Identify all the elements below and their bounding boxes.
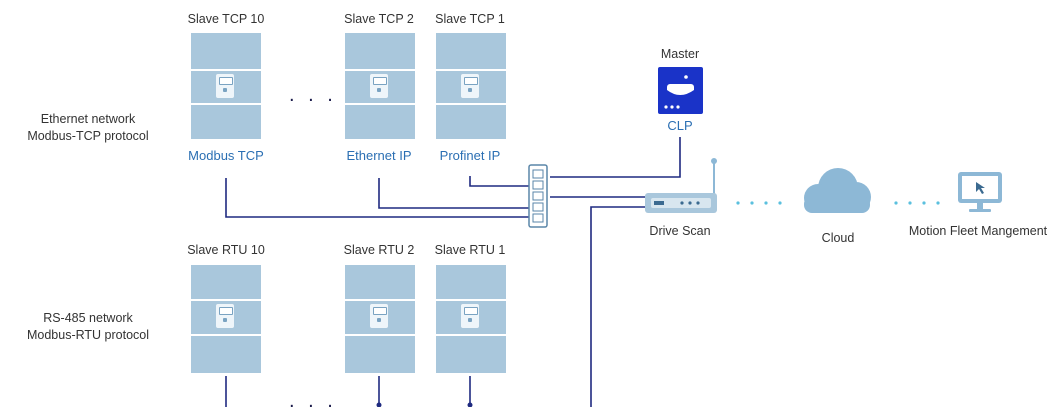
slave-tcp-1-drive xyxy=(436,33,506,139)
slave-rtu-10-name: Slave RTU 10 xyxy=(187,243,265,257)
master-clp-icon xyxy=(658,67,703,114)
slave-rtu-2-drive xyxy=(345,265,415,373)
slave-tcp-1-name: Slave TCP 1 xyxy=(435,12,505,26)
wire-ethernet-ip xyxy=(378,178,530,209)
rs485-network-title: RS-485 network xyxy=(43,311,133,325)
ethernet-network-label: Ethernet network Modbus-TCP protocol xyxy=(8,111,168,145)
slave-rtu-1-name: Slave RTU 1 xyxy=(434,243,506,257)
drive-display-icon xyxy=(461,74,479,98)
cloud-icon xyxy=(804,168,871,213)
slave-rtu-2-name: Slave RTU 2 xyxy=(343,243,415,257)
drive-display-icon xyxy=(461,304,479,328)
dotted-link-cloud-fleet xyxy=(894,201,940,205)
monitor-icon xyxy=(958,172,1002,212)
slave-tcp-2-drive xyxy=(345,33,415,139)
drive-display-icon xyxy=(216,304,234,328)
drive-scan-icon xyxy=(645,158,717,213)
tcp-ellipsis: . . . xyxy=(289,84,337,106)
wire-rtu-bus xyxy=(590,206,645,407)
cloud-label: Cloud xyxy=(821,231,855,245)
wire-modbus-tcp xyxy=(225,178,530,218)
rtu-1-junction xyxy=(467,402,473,407)
modbus-tcp-label: Modbus TCP xyxy=(188,148,264,163)
wire-profinet-ip xyxy=(469,176,530,187)
slave-rtu-10-drive xyxy=(191,265,261,373)
rs485-protocol-title: Modbus-RTU protocol xyxy=(26,328,150,342)
ethernet-protocol-title: Modbus-TCP protocol xyxy=(27,129,149,143)
rtu-ellipsis: . . . xyxy=(289,390,337,412)
ethernet-network-title: Ethernet network xyxy=(40,112,136,126)
ethernet-switch-icon xyxy=(528,164,548,228)
slave-tcp-10-name: Slave TCP 10 xyxy=(187,12,265,26)
wire-master xyxy=(550,137,681,178)
master-label: Master xyxy=(660,47,700,61)
rs485-network-label: RS-485 network Modbus-RTU protocol xyxy=(8,310,168,344)
fleet-label: Motion Fleet Mangement xyxy=(908,224,1048,238)
drive-display-icon xyxy=(216,74,234,98)
rtu-2-junction xyxy=(376,402,382,407)
drive-display-icon xyxy=(370,304,388,328)
clp-label: CLP xyxy=(667,118,693,133)
drive-display-icon xyxy=(370,74,388,98)
profinet-ip-label: Profinet IP xyxy=(439,148,501,163)
slave-rtu-1-drive xyxy=(436,265,506,373)
drive-scan-label: Drive Scan xyxy=(649,224,711,238)
dotted-link-drive-cloud xyxy=(736,201,782,205)
ethernet-ip-label: Ethernet IP xyxy=(346,148,412,163)
slave-tcp-2-name: Slave TCP 2 xyxy=(344,12,414,26)
slave-tcp-10-drive xyxy=(191,33,261,139)
